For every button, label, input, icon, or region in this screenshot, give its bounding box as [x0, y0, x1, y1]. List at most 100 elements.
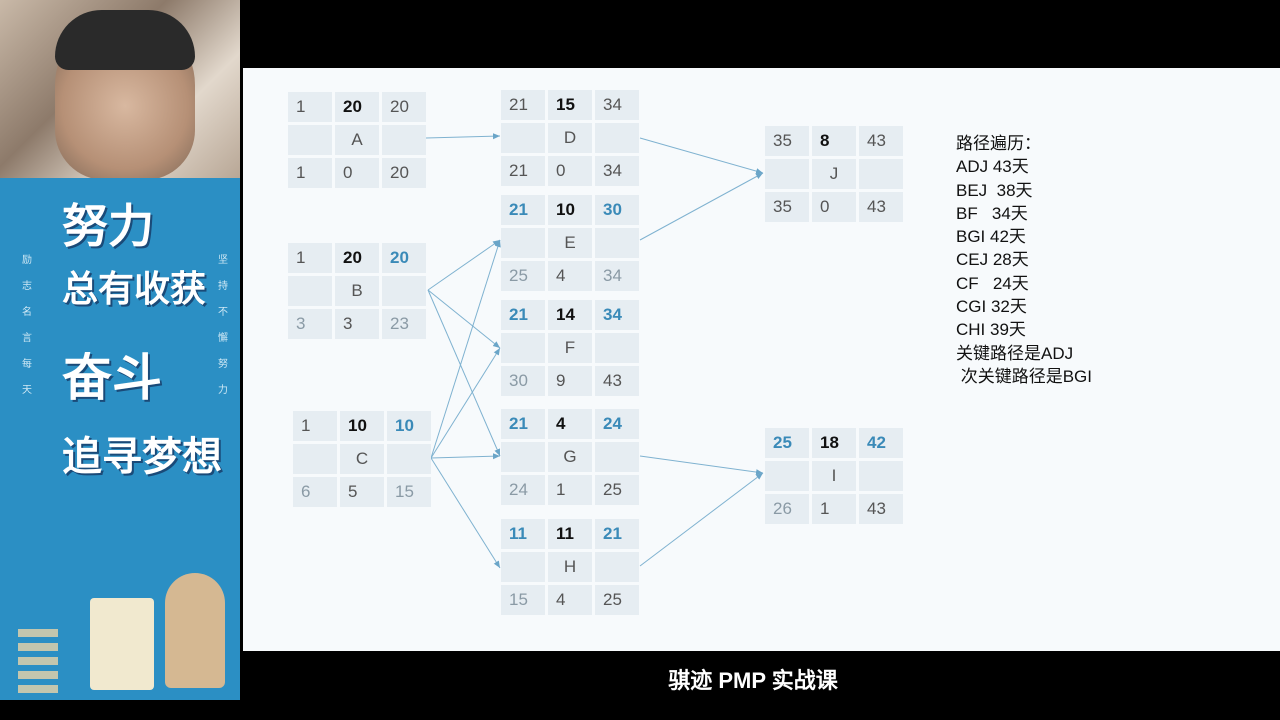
node-f-ls: 30: [501, 366, 545, 396]
node-c-lf: 15: [387, 477, 431, 507]
node-j-duration: 8: [812, 126, 856, 156]
node-g-id: G: [548, 442, 592, 472]
node-b-lf: 23: [382, 309, 426, 339]
node-d-es: 21: [501, 90, 545, 120]
node-a-ef: 20: [382, 92, 426, 122]
node-i-ef: 42: [859, 428, 903, 458]
node-i-ls: 26: [765, 494, 809, 524]
node-j-es: 35: [765, 126, 809, 156]
node-h-duration: 11: [548, 519, 592, 549]
node-a-duration: 20: [335, 92, 379, 122]
node-g-float: 1: [548, 475, 592, 505]
arrow-h-i: [639, 472, 764, 567]
node-h-id: H: [548, 552, 592, 582]
node-b-float: 3: [335, 309, 379, 339]
node-a-ls: 1: [288, 158, 332, 188]
node-e-ef: 30: [595, 195, 639, 225]
arrow-e-j: [639, 172, 764, 241]
node-h-ef: 21: [595, 519, 639, 549]
node-f-duration: 14: [548, 300, 592, 330]
arrow-a-d: [425, 133, 501, 140]
node-c-duration: 10: [340, 411, 384, 441]
node-d-ef: 34: [595, 90, 639, 120]
slogan-effort: 努力: [62, 200, 154, 252]
node-j-id: J: [812, 159, 856, 189]
path-item: BF 34天: [956, 203, 1028, 223]
node-b-es: 1: [288, 243, 332, 273]
node-f-ef: 34: [595, 300, 639, 330]
node-b-ls: 3: [288, 309, 332, 339]
node-e-duration: 10: [548, 195, 592, 225]
vertical-text-right: 坚持不懈努力: [218, 255, 228, 396]
path-item: ADJ 43天: [956, 157, 1029, 177]
node-e-id: E: [548, 228, 592, 258]
motivational-banner: 努力 总有收获 奋斗 追寻梦想 励志名言每天 坚持不懈努力: [0, 178, 240, 700]
node-d-duration: 15: [548, 90, 592, 120]
arrow-b-e: [427, 239, 501, 291]
arrow-d-j: [639, 137, 764, 174]
node-h-ls: 15: [501, 585, 545, 615]
node-h-float: 4: [548, 585, 592, 615]
node-c-id: C: [340, 444, 384, 474]
node-i-id: I: [812, 461, 856, 491]
blocks-illustration: [18, 623, 58, 693]
arrow-g-i: [639, 455, 764, 476]
arrow-b-g: [427, 289, 501, 457]
path-item: CF 24天: [956, 273, 1029, 293]
path-item: BGI 42天: [956, 227, 1026, 247]
node-i: 25 18 42 I 26 1 43: [765, 428, 903, 524]
node-e-lf: 34: [595, 261, 639, 291]
node-i-es: 25: [765, 428, 809, 458]
node-h-lf: 25: [595, 585, 639, 615]
node-b-ef: 20: [382, 243, 426, 273]
node-e-es: 21: [501, 195, 545, 225]
node-a-id: A: [335, 125, 379, 155]
node-b: 1 20 20 B 3 3 23: [288, 243, 426, 339]
node-c-ef: 10: [387, 411, 431, 441]
node-c-float: 5: [340, 477, 384, 507]
node-g-duration: 4: [548, 409, 592, 439]
node-h: 11 11 21 H 15 4 25: [501, 519, 639, 615]
node-g-ls: 24: [501, 475, 545, 505]
path-list-title: 路径遍历：: [956, 134, 1041, 153]
node-e: 21 10 30 E 25 4 34: [501, 195, 639, 291]
caption-bar: 骐迹 PMP 实战课: [243, 651, 1280, 720]
node-c: 1 10 10 C 6 5 15: [293, 411, 431, 507]
vertical-text-left: 励志名言每天: [22, 255, 32, 396]
node-g-es: 21: [501, 409, 545, 439]
node-i-lf: 43: [859, 494, 903, 524]
network-arrows: [425, 133, 764, 569]
node-b-id: B: [335, 276, 379, 306]
slogan-reward: 总有收获: [62, 268, 207, 309]
book-illustration: [90, 598, 154, 690]
course-caption: 骐迹 PMP 实战课: [668, 668, 838, 693]
arrow-b-f: [427, 289, 501, 349]
node-e-float: 4: [548, 261, 592, 291]
node-j-lf: 43: [859, 192, 903, 222]
node-i-float: 1: [812, 494, 856, 524]
node-f-es: 21: [501, 300, 545, 330]
node-f-float: 9: [548, 366, 592, 396]
arrow-c-f: [430, 347, 501, 459]
node-g-ef: 24: [595, 409, 639, 439]
node-i-duration: 18: [812, 428, 856, 458]
path-item: CHI 39天: [956, 320, 1026, 340]
node-a-float: 0: [335, 158, 379, 188]
arrow-c-g: [430, 453, 501, 460]
node-a: 1 20 20 A 1 0 20: [288, 92, 426, 188]
node-g-lf: 25: [595, 475, 639, 505]
node-f-id: F: [548, 333, 592, 363]
node-b-duration: 20: [335, 243, 379, 273]
node-f: 21 14 34 F 30 9 43: [501, 300, 639, 396]
node-h-es: 11: [501, 519, 545, 549]
node-d-lf: 34: [595, 156, 639, 186]
path-item: CGI 32天: [956, 297, 1027, 317]
node-d-ls: 21: [501, 156, 545, 186]
node-f-lf: 43: [595, 366, 639, 396]
slide-canvas: 1 20 20 A 1 0 20 1 20 20 B 3 3 23 1 10 1…: [243, 68, 1280, 651]
slogan-dream: 追寻梦想: [62, 435, 222, 479]
critical-path-note: 关键路径是ADJ: [956, 343, 1074, 363]
node-j-ls: 35: [765, 192, 809, 222]
node-c-es: 1: [293, 411, 337, 441]
node-a-lf: 20: [382, 158, 426, 188]
